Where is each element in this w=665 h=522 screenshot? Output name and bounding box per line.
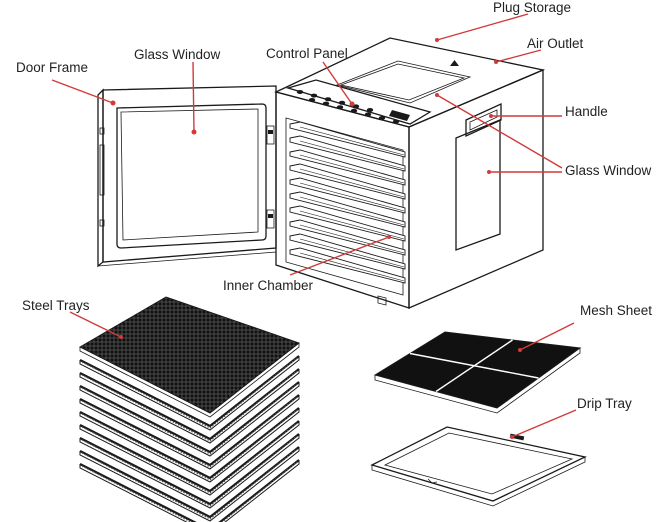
control-button (324, 97, 332, 102)
control-button (322, 101, 330, 106)
side-glass-window (455, 119, 501, 251)
control-button (310, 93, 318, 98)
control-button (352, 104, 360, 109)
chamber-tray (289, 219, 406, 256)
control-button (378, 116, 386, 120)
label-handle: Handle (565, 104, 608, 119)
chamber-tray (289, 191, 406, 228)
mesh-sheet (373, 331, 582, 414)
steel-trays (78, 296, 301, 522)
steel-tray (78, 296, 301, 418)
control-button (308, 98, 316, 102)
chamber-tray (289, 163, 406, 200)
door-hinge-icon (266, 125, 275, 229)
air-outlet-arrow-icon (450, 60, 459, 66)
chamber-tray (289, 247, 406, 284)
control-button (366, 108, 374, 112)
chamber-tray (289, 233, 406, 270)
chamber-tray (289, 205, 406, 242)
chamber-tray (289, 121, 406, 158)
control-button (336, 105, 344, 110)
label-drip-tray: Drip Tray (577, 396, 632, 411)
dehydrator-body (274, 37, 546, 309)
label-glass-window-door: Glass Window (134, 47, 221, 62)
label-glass-window-side: Glass Window (565, 163, 652, 178)
door-latch-icon (99, 127, 105, 227)
door (97, 85, 277, 268)
chamber-tray (289, 149, 406, 186)
control-button (392, 119, 400, 124)
inner-chamber (285, 117, 406, 296)
label-air-outlet: Air Outlet (527, 36, 584, 51)
control-display (389, 110, 410, 121)
chamber-tray (289, 135, 406, 172)
label-steel-trays: Steel Trays (22, 298, 90, 313)
control-panel (285, 79, 432, 125)
callouts (51, 13, 577, 439)
label-mesh-sheet: Mesh Sheet (580, 303, 652, 318)
control-button (296, 90, 304, 94)
label-plug-storage: Plug Storage (493, 0, 571, 15)
drip-tray (370, 426, 587, 507)
handle-icon (465, 102, 502, 138)
chamber-tray (289, 177, 406, 214)
control-button (350, 108, 358, 113)
label-inner-chamber: Inner Chamber (223, 278, 314, 293)
label-control-panel: Control Panel (266, 46, 348, 61)
control-button (364, 112, 372, 117)
top-glass-window (335, 60, 472, 104)
label-door-frame: Door Frame (16, 60, 88, 75)
door-glass-window (116, 103, 267, 249)
control-button (338, 100, 346, 105)
labels: Plug Storage Air Outlet Control Panel Gl… (16, 0, 652, 411)
